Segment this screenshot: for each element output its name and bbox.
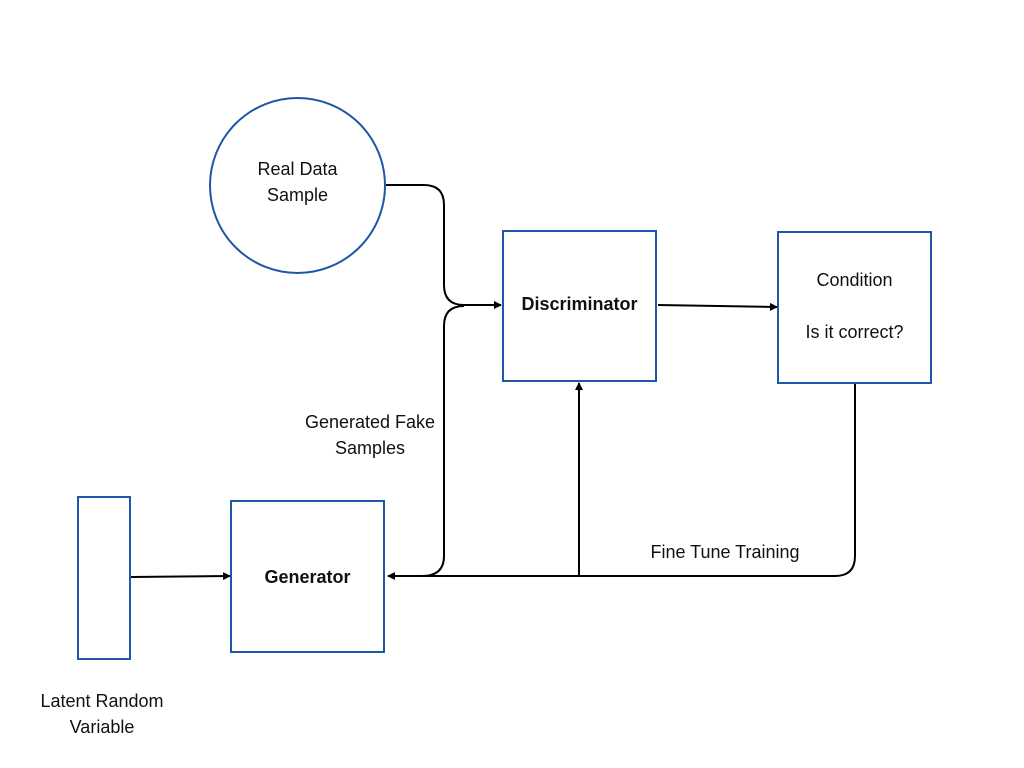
condition-line1: Condition xyxy=(816,269,893,290)
real-to-discriminator-arrow xyxy=(386,184,502,309)
real-data-sample-line2: Sample xyxy=(266,184,329,205)
generated-fake-samples-label: Generated Fake Samples xyxy=(284,409,456,461)
condition-node: Condition Is it correct? xyxy=(777,231,932,384)
latent-to-generator-arrow xyxy=(130,572,231,581)
latent-random-variable-node xyxy=(77,496,131,660)
fine-tune-training-label: Fine Tune Training xyxy=(650,542,800,562)
real-data-sample-line1: Real Data xyxy=(257,158,338,179)
latent-random-variable-label: Latent Random Variable xyxy=(17,688,187,740)
latent-random-line1: Latent Random xyxy=(40,691,164,711)
latent-random-line2: Variable xyxy=(69,717,135,737)
condition-line2: Is it correct? xyxy=(805,321,904,342)
generator-label: Generator xyxy=(264,566,351,587)
real-data-sample-node: Real Data Sample xyxy=(209,97,386,274)
discriminator-node: Discriminator xyxy=(502,230,657,382)
discriminator-label: Discriminator xyxy=(521,294,638,314)
generator-node: Generator xyxy=(230,500,385,653)
generated-fake-line2: Samples xyxy=(334,438,406,458)
condition-feedback-line xyxy=(387,384,856,580)
generated-fake-line1: Generated Fake xyxy=(304,412,436,432)
discriminator-to-condition-arrow xyxy=(657,302,778,311)
generator-to-discriminator-line xyxy=(421,305,465,577)
